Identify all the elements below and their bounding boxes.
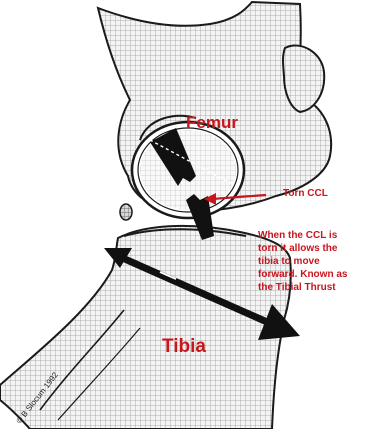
description-line-2: torn it allows the	[258, 243, 338, 254]
description-line-5: the Tibial Thrust	[258, 282, 336, 293]
sesamoid-bone	[120, 204, 132, 220]
femur-label: Femur	[186, 113, 238, 132]
torn-ccl-label: Torn CCL	[283, 188, 328, 199]
description-line-3: tibia to move	[258, 256, 320, 267]
description-line-1: When the CCL is	[258, 230, 338, 241]
patella-bone	[283, 45, 324, 112]
tibial-thrust-description: When the CCL is torn it allows the tibia…	[258, 230, 350, 293]
description-line-4: forward. Known as	[258, 269, 348, 280]
tibia-label: Tibia	[162, 336, 206, 357]
tibia-bone	[0, 226, 291, 429]
